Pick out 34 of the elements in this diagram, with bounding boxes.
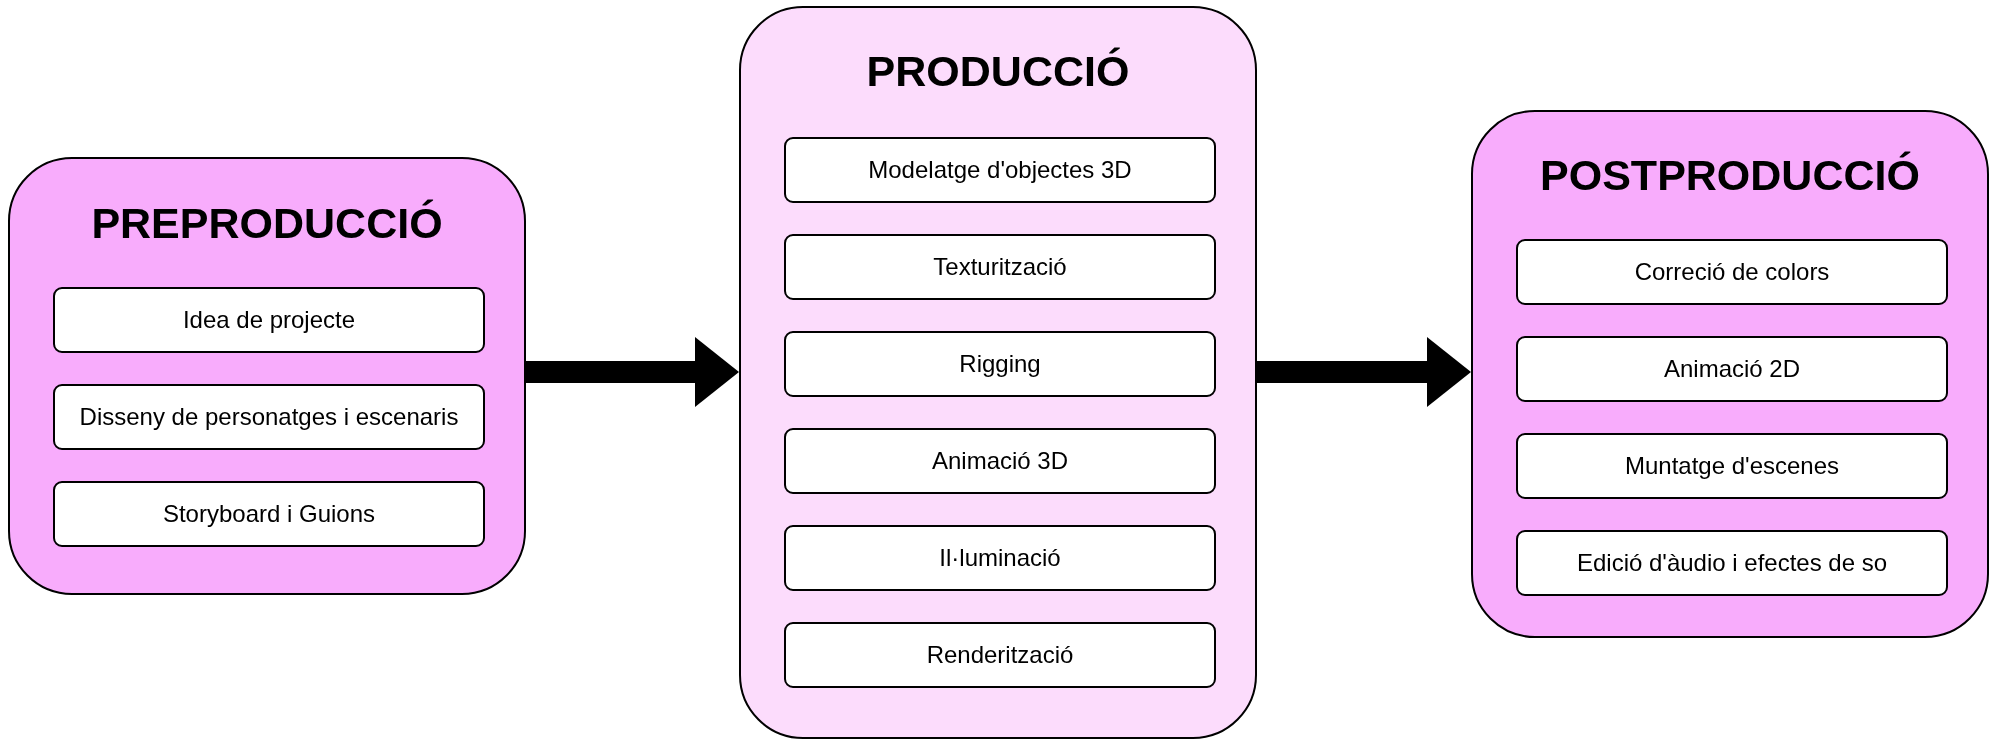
task-box <box>784 622 1216 688</box>
task-box <box>784 137 1216 203</box>
task-box <box>784 525 1216 591</box>
task-box <box>53 481 485 547</box>
task-box <box>784 428 1216 494</box>
stage-panel <box>8 157 526 595</box>
task-label: Correció de colors <box>1634 258 1830 286</box>
task-label: Muntatge d'escenes <box>1624 452 1840 480</box>
stage-title: POSTPRODUCCIÓ <box>1539 151 1921 200</box>
task-box <box>53 287 485 353</box>
task-label: Il·luminació <box>939 544 1061 572</box>
task-label: Idea de projecte <box>182 306 356 334</box>
task-label: Edició d'àudio i efectes de so <box>1576 549 1888 577</box>
task-box <box>1516 336 1948 402</box>
stage-title: PREPRODUCCIÓ <box>90 199 444 248</box>
task-box <box>784 331 1216 397</box>
task-label: Rigging <box>959 350 1041 378</box>
task-box <box>784 234 1216 300</box>
stage-panel <box>739 6 1257 739</box>
stage-title: PRODUCCIÓ <box>865 47 1131 96</box>
task-box <box>53 384 485 450</box>
task-label: Renderització <box>926 641 1074 669</box>
stage-panel <box>1471 110 1989 638</box>
task-label: Storyboard i Guions <box>162 500 376 528</box>
task-box <box>1516 239 1948 305</box>
task-label: Modelatge d'objectes 3D <box>868 156 1132 184</box>
arrow <box>1257 337 1471 407</box>
task-box <box>1516 433 1948 499</box>
task-label: Texturització <box>933 253 1067 281</box>
task-label: Animació 2D <box>1663 355 1801 383</box>
task-label: Animació 3D <box>931 447 1069 475</box>
arrow <box>526 337 739 407</box>
task-box <box>1516 530 1948 596</box>
task-label: Disseny de personatges i escenaris <box>79 403 459 431</box>
